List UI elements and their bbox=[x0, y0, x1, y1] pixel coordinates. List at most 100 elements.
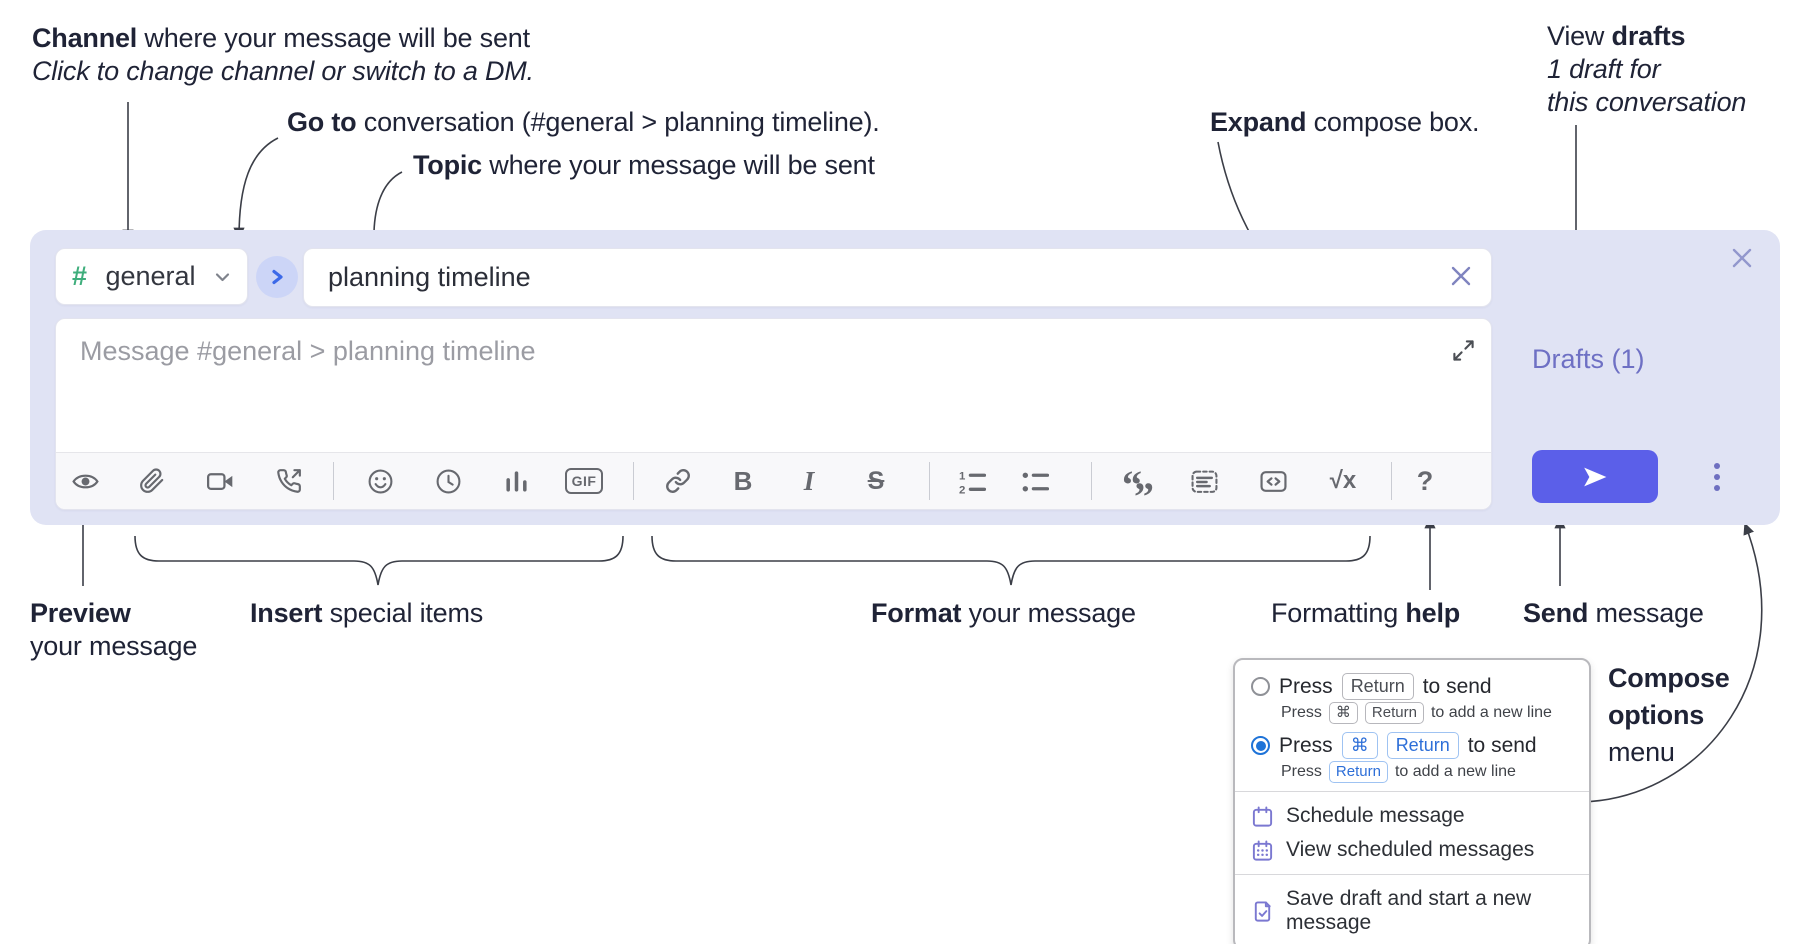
video-camera-icon bbox=[206, 472, 232, 490]
italic-icon: I bbox=[803, 465, 815, 496]
message-input[interactable]: Message #general > planning timeline bbox=[56, 319, 1491, 452]
video-call-button[interactable] bbox=[205, 466, 235, 496]
cmd-keycap: ⌘ bbox=[1341, 732, 1378, 759]
send-icon bbox=[1584, 467, 1607, 486]
toolbar-separator bbox=[929, 462, 930, 500]
cmd-keycap: ⌘ bbox=[1328, 702, 1358, 724]
channel-name: general bbox=[105, 261, 196, 291]
view-drafts-annotation: View drafts 1 draft for this conversatio… bbox=[1547, 21, 1747, 117]
return-keycap: Return bbox=[1386, 732, 1459, 759]
chevron-right-icon bbox=[272, 269, 283, 285]
spoiler-button[interactable] bbox=[1189, 466, 1219, 496]
eye-icon bbox=[71, 474, 99, 488]
radio-unselected-icon[interactable] bbox=[1251, 677, 1270, 696]
poll-button[interactable] bbox=[501, 466, 531, 496]
drafts-link[interactable]: Drafts (1) bbox=[1532, 344, 1645, 374]
formatting-help-annotation: Formatting help bbox=[1271, 598, 1461, 628]
send-on-return-subtext: Press ⌘ Return to add a new line bbox=[1281, 702, 1573, 724]
link-button[interactable] bbox=[663, 466, 693, 496]
compose-toolbar: GIF B I S bbox=[56, 452, 1491, 519]
formatting-help-button[interactable]: ? bbox=[1410, 466, 1440, 496]
voice-call-button[interactable] bbox=[274, 466, 304, 496]
phone-call-icon bbox=[277, 469, 301, 493]
global-time-button[interactable] bbox=[433, 466, 463, 496]
channel-selector-button[interactable]: # general bbox=[55, 248, 248, 305]
topic-input-wrap bbox=[303, 248, 1492, 307]
send-on-cmd-return-subtext: Press Return to add a new line bbox=[1281, 761, 1573, 783]
return-keycap: Return bbox=[1328, 761, 1388, 783]
save-draft-item[interactable]: Save draft and start a new message bbox=[1251, 882, 1573, 940]
math-latex-icon: √x bbox=[1329, 467, 1357, 494]
clock-icon bbox=[436, 469, 460, 493]
document-check-icon bbox=[1254, 900, 1271, 922]
expand-compose-button[interactable] bbox=[1452, 339, 1475, 362]
bar-chart-icon bbox=[505, 470, 527, 492]
goto-annotation: Go to conversation (#general > planning … bbox=[287, 107, 880, 137]
compose-options-annotation: Compose options menu bbox=[1608, 663, 1730, 767]
bulleted-list-icon bbox=[1022, 472, 1049, 491]
compose-options-menu: Press Return to send Press ⌘ Return to a… bbox=[1233, 658, 1591, 944]
link-icon bbox=[666, 469, 690, 493]
preview-button[interactable] bbox=[70, 466, 100, 496]
channel-hash-icon: # bbox=[72, 261, 88, 291]
numbered-list-icon: 1 2 bbox=[959, 470, 986, 495]
go-to-conversation-button[interactable] bbox=[256, 256, 298, 298]
bold-icon: B bbox=[733, 465, 753, 496]
strikethrough-icon: S bbox=[867, 466, 885, 495]
toolbar-separator bbox=[1391, 462, 1392, 500]
toolbar-separator bbox=[633, 462, 634, 500]
spoiler-icon bbox=[1191, 470, 1217, 493]
svg-text:1: 1 bbox=[959, 470, 966, 482]
expand-diagonal-icon bbox=[1453, 340, 1474, 361]
close-icon bbox=[1732, 248, 1752, 268]
view-scheduled-messages-item[interactable]: View scheduled messages bbox=[1251, 833, 1573, 867]
expand-annotation: Expand compose box. bbox=[1210, 107, 1480, 137]
quote-icon: “ ” bbox=[1122, 462, 1154, 519]
quote-button[interactable]: “ ” bbox=[1122, 462, 1154, 519]
close-compose-button[interactable] bbox=[1730, 246, 1754, 270]
schedule-message-item[interactable]: Schedule message bbox=[1251, 799, 1573, 833]
strikethrough-button[interactable]: S bbox=[861, 466, 891, 496]
send-on-cmd-return-option[interactable]: Press ⌘ Return to send bbox=[1251, 732, 1573, 759]
paperclip-icon bbox=[140, 468, 164, 493]
close-icon bbox=[1451, 266, 1471, 286]
italic-button[interactable]: I bbox=[794, 466, 824, 496]
send-button[interactable] bbox=[1532, 450, 1658, 503]
emoji-button[interactable] bbox=[365, 466, 395, 496]
attach-file-button[interactable] bbox=[137, 466, 167, 496]
toolbar-separator bbox=[333, 462, 334, 500]
return-keycap: Return bbox=[1364, 702, 1424, 724]
menu-divider bbox=[1235, 791, 1589, 792]
code-button[interactable] bbox=[1258, 466, 1288, 496]
math-button[interactable]: √x bbox=[1328, 466, 1358, 496]
menu-divider bbox=[1235, 874, 1589, 875]
clear-topic-button[interactable] bbox=[1449, 264, 1473, 288]
calendar-scheduled-icon bbox=[1252, 839, 1273, 861]
send-on-return-option[interactable]: Press Return to send bbox=[1251, 673, 1573, 700]
preview-annotation: Preview your message bbox=[30, 598, 198, 661]
bulleted-list-button[interactable] bbox=[1020, 466, 1050, 496]
gif-button[interactable]: GIF bbox=[560, 466, 608, 496]
topic-input[interactable] bbox=[304, 249, 1491, 306]
compose-options-button[interactable] bbox=[1702, 452, 1732, 502]
numbered-list-button[interactable]: 1 2 bbox=[957, 466, 987, 496]
send-annotation: Send message bbox=[1523, 598, 1704, 628]
gif-icon: GIF bbox=[564, 468, 604, 494]
kebab-dot bbox=[1714, 485, 1720, 491]
question-mark-icon: ? bbox=[1416, 465, 1434, 496]
return-keycap: Return bbox=[1341, 673, 1414, 700]
message-placeholder: Message #general > planning timeline bbox=[80, 336, 536, 366]
bold-button[interactable]: B bbox=[728, 466, 758, 496]
svg-text:2: 2 bbox=[959, 484, 965, 495]
message-box: Message #general > planning timeline bbox=[55, 318, 1492, 519]
topic-annotation: Topic where your message will be sent bbox=[413, 150, 875, 180]
code-icon bbox=[1259, 470, 1287, 492]
calendar-icon bbox=[1252, 805, 1273, 827]
radio-selected-icon[interactable] bbox=[1251, 736, 1270, 755]
kebab-dot bbox=[1714, 463, 1720, 469]
toolbar-separator bbox=[1091, 462, 1092, 500]
format-annotation: Format your message bbox=[871, 598, 1136, 628]
kebab-dot bbox=[1714, 474, 1720, 480]
compose-box-panel: # general Message #general > planning ti… bbox=[30, 230, 1780, 525]
